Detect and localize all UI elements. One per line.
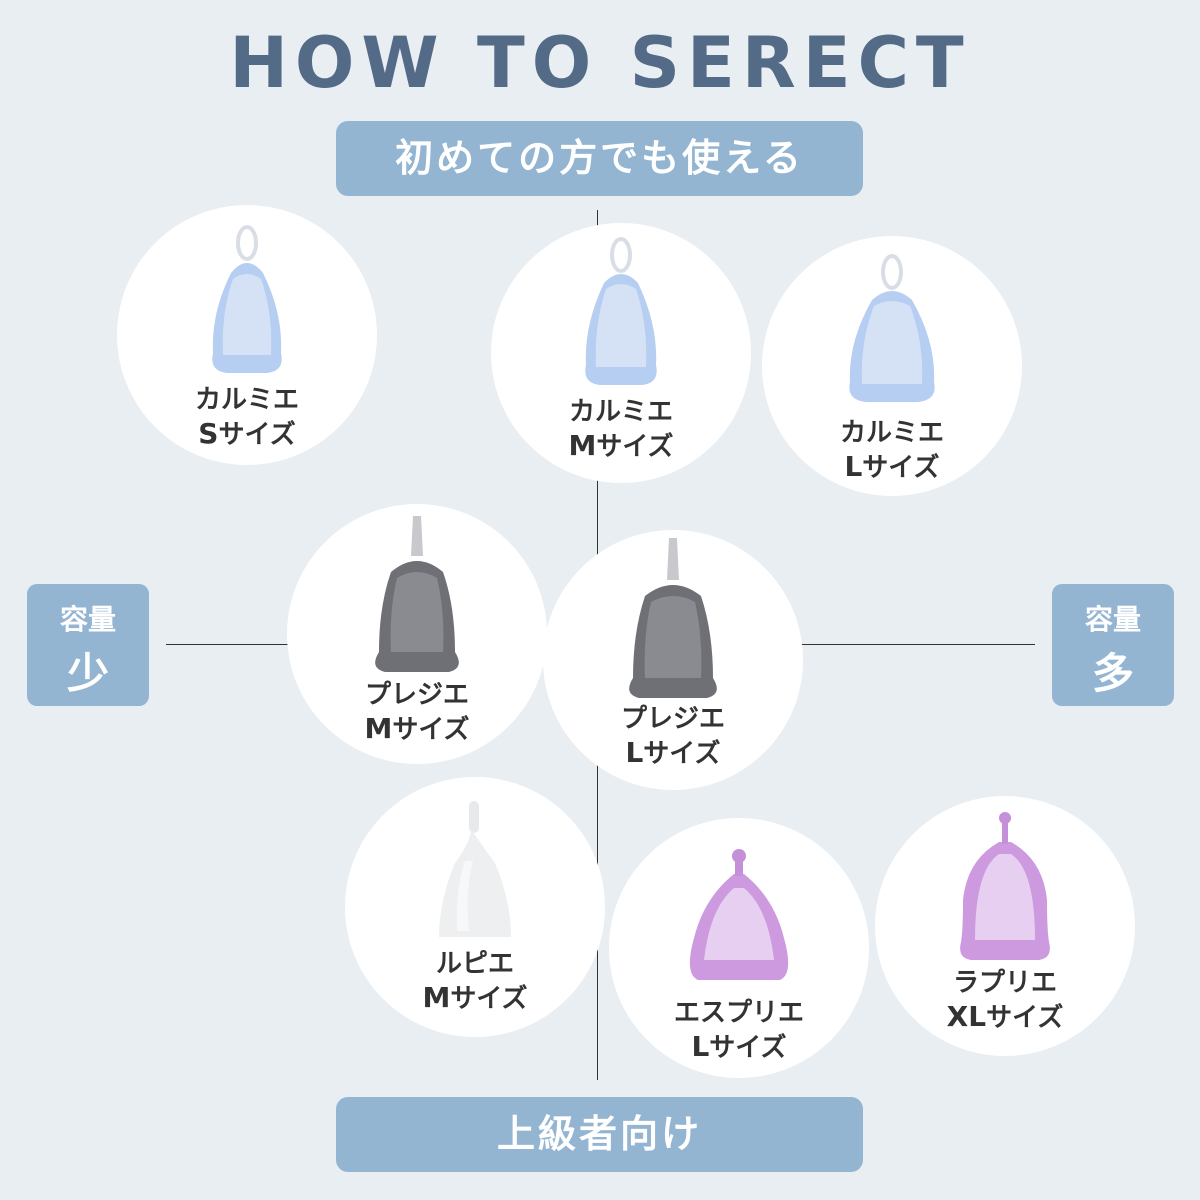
size-suffix: サイズ bbox=[862, 453, 940, 483]
horizontal-axis-line-left bbox=[166, 644, 296, 645]
axis-label-capacity-high: 容量 多 bbox=[1052, 584, 1174, 706]
product-rupie-m[interactable]: ルピエ Mサイズ bbox=[345, 777, 605, 1037]
stem-cup-purple-icon bbox=[960, 812, 1050, 960]
product-name: ルピエ bbox=[435, 949, 514, 979]
product-name: プレジエ bbox=[620, 704, 725, 734]
product-karumie-s[interactable]: カルミエ Sサイズ bbox=[117, 205, 377, 465]
product-rapurie-xl[interactable]: ラプリエ XLサイズ bbox=[875, 796, 1135, 1056]
loop-cup-icon bbox=[849, 254, 935, 402]
stem-cup-icon bbox=[629, 538, 717, 698]
size-suffix: サイズ bbox=[643, 739, 721, 769]
page-title: HOW TO SERECT bbox=[229, 22, 971, 104]
size-suffix: サイズ bbox=[986, 1003, 1064, 1033]
size-letter: L bbox=[691, 1030, 710, 1063]
size-suffix: サイズ bbox=[218, 420, 296, 450]
product-label: エスプリエ Lサイズ bbox=[609, 996, 869, 1065]
product-name: カルミエ bbox=[194, 385, 299, 415]
product-purejie-m[interactable]: プレジエ Mサイズ bbox=[287, 504, 547, 764]
size-letter: S bbox=[198, 417, 219, 450]
product-label: ルピエ Mサイズ bbox=[345, 947, 605, 1016]
product-label: ラプリエ XLサイズ bbox=[875, 966, 1135, 1035]
size-letter: M bbox=[568, 429, 597, 462]
capacity-high-value: 多 bbox=[1091, 649, 1134, 698]
horizontal-axis-line-right bbox=[795, 644, 1035, 645]
size-suffix: サイズ bbox=[392, 715, 470, 745]
capacity-low-value: 少 bbox=[66, 649, 109, 698]
capacity-label: 容量 bbox=[1084, 603, 1141, 636]
teardrop-cup-icon bbox=[439, 801, 511, 937]
product-espurie-l[interactable]: エスプリエ Lサイズ bbox=[609, 818, 869, 1078]
product-name: ラプリエ bbox=[952, 968, 1057, 998]
size-letter: M bbox=[422, 981, 451, 1014]
product-purejie-l[interactable]: プレジエ Lサイズ bbox=[543, 530, 803, 790]
product-label: プレジエ Mサイズ bbox=[287, 678, 547, 747]
loop-cup-icon bbox=[585, 237, 657, 385]
size-letter: M bbox=[364, 712, 393, 745]
size-suffix: サイズ bbox=[596, 432, 674, 462]
product-label: カルミエ Sサイズ bbox=[117, 383, 377, 452]
size-suffix: サイズ bbox=[709, 1033, 787, 1063]
axis-label-advanced: 上級者向け bbox=[336, 1097, 863, 1172]
loop-cup-icon bbox=[212, 225, 282, 373]
product-name: カルミエ bbox=[839, 418, 944, 448]
product-label: カルミエ Mサイズ bbox=[491, 395, 751, 464]
axis-label-beginner: 初めての方でも使える bbox=[336, 121, 863, 196]
stem-cup-icon bbox=[375, 516, 459, 672]
capacity-label: 容量 bbox=[59, 603, 116, 636]
product-name: カルミエ bbox=[568, 397, 673, 427]
stem-cup-purple-icon bbox=[689, 849, 789, 980]
product-karumie-m[interactable]: カルミエ Mサイズ bbox=[491, 223, 751, 483]
size-suffix: サイズ bbox=[450, 984, 528, 1014]
product-label: カルミエ Lサイズ bbox=[762, 416, 1022, 485]
axis-label-capacity-low: 容量 少 bbox=[27, 584, 149, 706]
product-name: プレジエ bbox=[364, 680, 469, 710]
product-name: エスプリエ bbox=[673, 998, 804, 1028]
size-letter: XL bbox=[946, 1000, 987, 1033]
size-letter: L bbox=[625, 736, 644, 769]
product-label: プレジエ Lサイズ bbox=[543, 702, 803, 771]
product-karumie-l[interactable]: カルミエ Lサイズ bbox=[762, 236, 1022, 496]
size-letter: L bbox=[844, 450, 863, 483]
